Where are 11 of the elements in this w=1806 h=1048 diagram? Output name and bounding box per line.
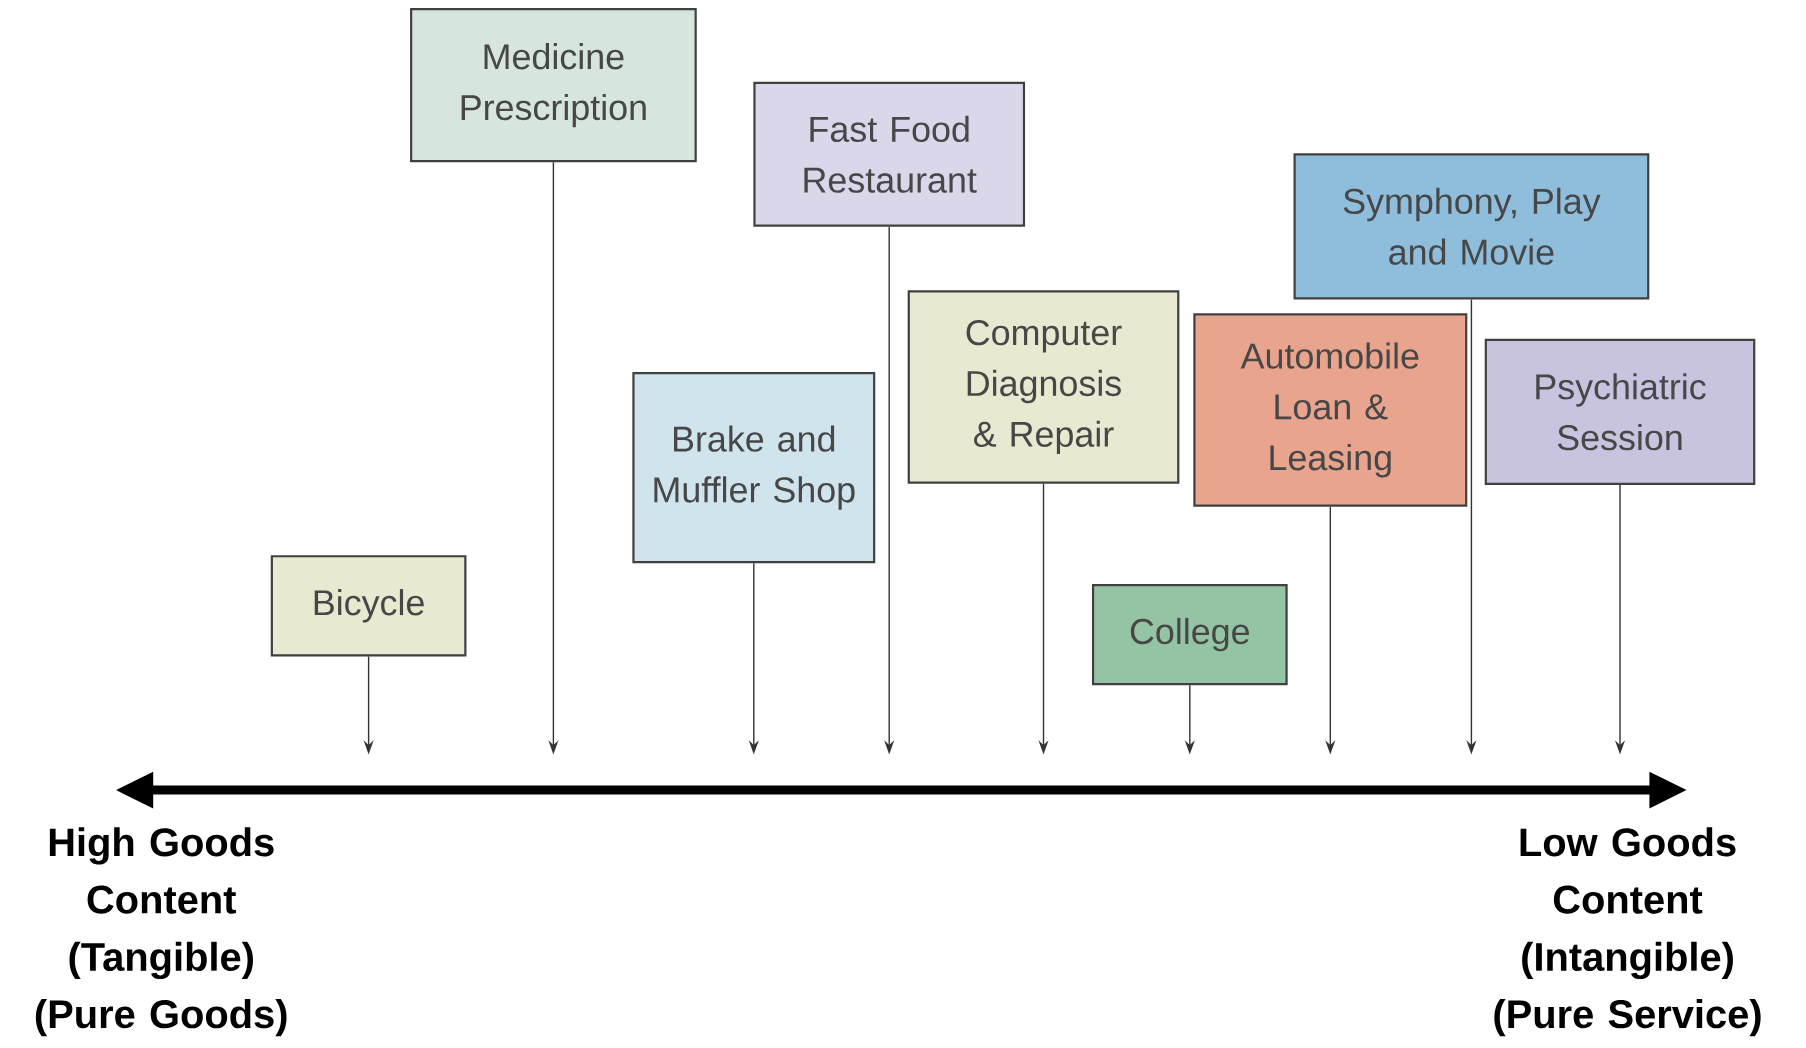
- axis-end-label: Low Goods Content (Intangible) (Pure Service): [1494, 827, 1761, 1037]
- category-box: Symphony, Play and Movie: [1293, 153, 1650, 300]
- category-box: College: [1091, 583, 1288, 686]
- category-box: Computer Diagnosis & Repair: [907, 290, 1180, 484]
- category-box: Medicine Prescription: [410, 8, 697, 163]
- category-box: Bicycle: [270, 555, 467, 657]
- category-box: Psychiatric Session: [1484, 338, 1756, 485]
- category-box: Fast Food Restaurant: [753, 81, 1026, 227]
- axis-end-label: High Goods Content (Tangible) (Pure Goods): [35, 827, 287, 1037]
- category-box: Automobile Loan & Leasing: [1193, 313, 1468, 507]
- category-box: Brake and Muffler Shop: [632, 372, 876, 564]
